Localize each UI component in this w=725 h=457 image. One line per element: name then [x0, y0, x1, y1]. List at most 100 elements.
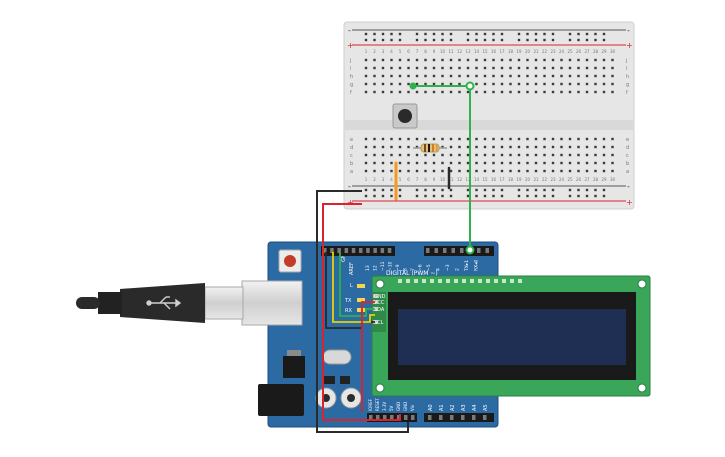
breadboard-hole[interactable]: [534, 82, 538, 86]
rail-hole[interactable]: [449, 188, 453, 192]
rail-hole[interactable]: [475, 32, 478, 36]
breadboard-hole[interactable]: [424, 153, 427, 157]
breadboard-hole[interactable]: [560, 74, 563, 78]
breadboard-hole[interactable]: [441, 153, 444, 157]
breadboard-hole[interactable]: [543, 90, 546, 94]
breadboard-hole[interactable]: [449, 90, 453, 94]
breadboard-hole[interactable]: [466, 137, 470, 141]
breadboard-hole[interactable]: [526, 82, 529, 86]
rail-hole[interactable]: [602, 188, 606, 192]
breadboard-hole[interactable]: [449, 66, 453, 70]
rail-hole[interactable]: [449, 194, 453, 198]
header-pin[interactable]: [450, 415, 454, 420]
lcd-pin[interactable]: [373, 300, 378, 304]
breadboard-hole[interactable]: [585, 58, 589, 62]
breadboard-hole[interactable]: [475, 145, 478, 149]
breadboard-hole[interactable]: [424, 82, 427, 86]
breadboard-hole[interactable]: [364, 66, 368, 70]
breadboard-hole[interactable]: [415, 153, 419, 157]
breadboard-hole[interactable]: [398, 66, 402, 70]
rail-hole[interactable]: [424, 38, 427, 42]
breadboard-hole[interactable]: [509, 66, 512, 70]
breadboard-hole[interactable]: [577, 66, 580, 70]
breadboard-hole[interactable]: [483, 74, 487, 78]
breadboard-hole[interactable]: [500, 169, 504, 173]
breadboard-hole[interactable]: [441, 137, 444, 141]
rail-hole[interactable]: [577, 194, 580, 198]
header-pin[interactable]: [376, 415, 380, 420]
breadboard-hole[interactable]: [577, 74, 580, 78]
breadboard-hole[interactable]: [500, 66, 504, 70]
rail-hole[interactable]: [432, 38, 436, 42]
breadboard-hole[interactable]: [432, 66, 436, 70]
rail-hole[interactable]: [585, 38, 589, 42]
breadboard-hole[interactable]: [611, 74, 614, 78]
breadboard-hole[interactable]: [526, 74, 529, 78]
rail-hole[interactable]: [466, 194, 470, 198]
breadboard-hole[interactable]: [364, 90, 368, 94]
breadboard-hole[interactable]: [424, 161, 427, 165]
rail-hole[interactable]: [381, 32, 385, 36]
breadboard-hole[interactable]: [492, 153, 495, 157]
header-pin[interactable]: [428, 415, 432, 420]
breadboard-hole[interactable]: [594, 82, 597, 86]
breadboard-hole[interactable]: [611, 58, 614, 62]
breadboard-hole[interactable]: [492, 137, 495, 141]
breadboard-hole[interactable]: [449, 153, 453, 157]
breadboard-hole[interactable]: [534, 137, 538, 141]
rail-hole[interactable]: [483, 188, 487, 192]
breadboard-hole[interactable]: [543, 169, 546, 173]
breadboard-hole[interactable]: [602, 169, 606, 173]
breadboard-hole[interactable]: [551, 161, 555, 165]
breadboard-hole[interactable]: [534, 90, 538, 94]
breadboard-hole[interactable]: [424, 169, 427, 173]
breadboard-hole[interactable]: [543, 74, 546, 78]
breadboard-hole[interactable]: [466, 90, 470, 94]
breadboard-hole[interactable]: [466, 66, 470, 70]
breadboard-hole[interactable]: [381, 66, 385, 70]
header-pin[interactable]: [460, 248, 464, 253]
breadboard-hole[interactable]: [432, 161, 436, 165]
breadboard-hole[interactable]: [602, 66, 606, 70]
breadboard-hole[interactable]: [381, 82, 385, 86]
breadboard-hole[interactable]: [517, 153, 521, 157]
header-pin[interactable]: [323, 248, 327, 253]
breadboard-hole[interactable]: [602, 145, 606, 149]
rail-hole[interactable]: [373, 32, 376, 36]
breadboard-hole[interactable]: [517, 58, 521, 62]
rail-hole[interactable]: [534, 38, 538, 42]
pushbutton[interactable]: [392, 103, 418, 129]
breadboard-hole[interactable]: [500, 145, 504, 149]
breadboard-hole[interactable]: [441, 66, 444, 70]
header-pin[interactable]: [439, 415, 443, 420]
breadboard-hole[interactable]: [407, 137, 410, 141]
breadboard-hole[interactable]: [407, 58, 410, 62]
lcd-pin[interactable]: [373, 307, 378, 311]
breadboard-hole[interactable]: [534, 145, 538, 149]
rail-hole[interactable]: [585, 32, 589, 36]
breadboard-hole[interactable]: [441, 169, 444, 173]
breadboard-hole[interactable]: [483, 137, 487, 141]
breadboard-hole[interactable]: [577, 145, 580, 149]
rail-hole[interactable]: [424, 32, 427, 36]
rail-hole[interactable]: [441, 32, 444, 36]
breadboard-hole[interactable]: [458, 153, 461, 157]
breadboard-hole[interactable]: [475, 137, 478, 141]
breadboard-hole[interactable]: [364, 82, 368, 86]
breadboard-hole[interactable]: [373, 161, 376, 165]
rail-hole[interactable]: [441, 194, 444, 198]
rail-hole[interactable]: [568, 188, 572, 192]
breadboard-hole[interactable]: [381, 145, 385, 149]
rail-hole[interactable]: [517, 194, 521, 198]
breadboard-hole[interactable]: [577, 58, 580, 62]
breadboard-hole[interactable]: [492, 161, 495, 165]
rail-hole[interactable]: [500, 32, 504, 36]
rail-hole[interactable]: [483, 194, 487, 198]
rail-hole[interactable]: [424, 194, 427, 198]
header-pin[interactable]: [477, 248, 481, 253]
rail-hole[interactable]: [594, 188, 597, 192]
breadboard-hole[interactable]: [551, 82, 555, 86]
breadboard-hole[interactable]: [509, 161, 512, 165]
breadboard-hole[interactable]: [458, 145, 461, 149]
breadboard-hole[interactable]: [364, 137, 368, 141]
